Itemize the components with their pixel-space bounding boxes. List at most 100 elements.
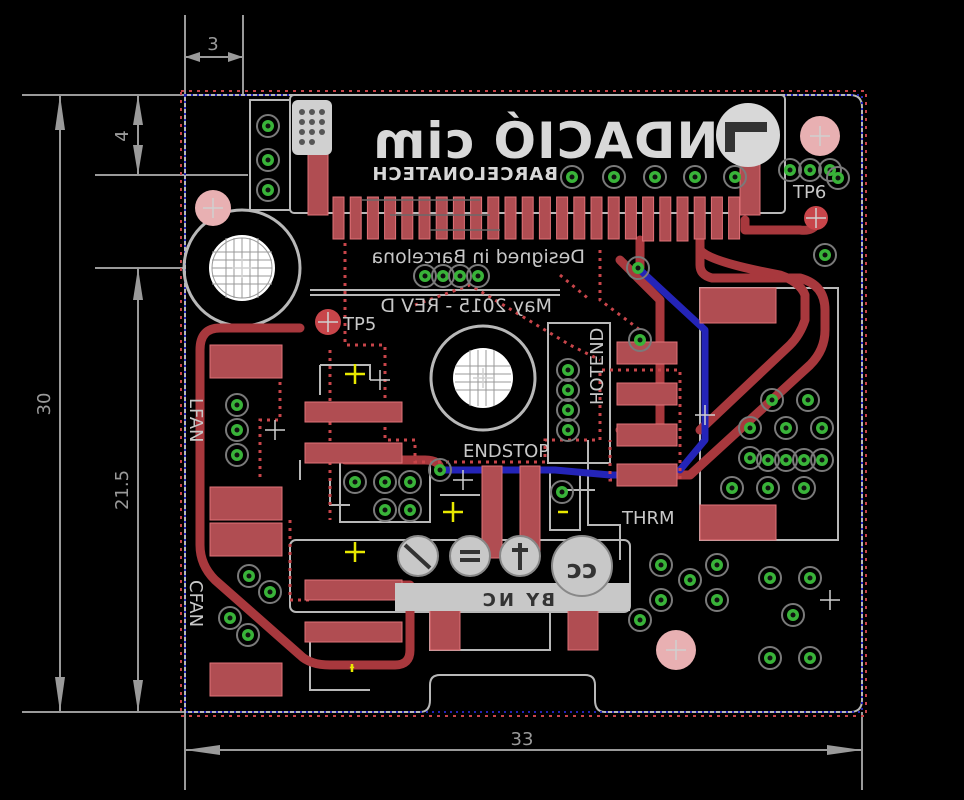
via-drill <box>637 337 643 343</box>
via-ring <box>826 166 850 190</box>
crosshair <box>820 590 840 610</box>
via-drill <box>234 452 240 458</box>
connector-pad <box>349 196 362 240</box>
crosshair <box>203 198 223 218</box>
connector-pad <box>590 196 603 240</box>
via-ring <box>760 388 784 412</box>
via-drill <box>747 425 753 431</box>
pad-hotend-3 <box>616 423 678 447</box>
crosshair <box>318 312 338 332</box>
via-ring <box>738 446 762 470</box>
crosshair <box>810 126 830 146</box>
crosshair <box>473 368 493 388</box>
via-drill <box>714 562 720 568</box>
via-ring <box>678 568 702 592</box>
via-drill <box>819 425 825 431</box>
via-ring <box>798 646 822 670</box>
connector-pad <box>504 196 517 240</box>
via-drill <box>765 457 771 463</box>
via-ring <box>225 393 249 417</box>
pad-lfan-lower <box>209 486 283 521</box>
via-ring <box>373 470 397 494</box>
yellow-crosshairs <box>345 364 568 672</box>
via-drill <box>801 457 807 463</box>
crosshair <box>806 208 826 228</box>
via-ring <box>683 165 707 189</box>
via-ring <box>550 480 574 504</box>
connector-pad <box>556 196 569 240</box>
silk-faded-lines <box>362 199 500 231</box>
via-ring <box>778 158 802 182</box>
crosshair <box>232 258 252 278</box>
via-drill <box>565 407 571 413</box>
pad-plus-1 <box>304 401 403 423</box>
connector-pad <box>538 196 551 240</box>
crosshair <box>695 405 715 425</box>
via-ring <box>626 256 650 280</box>
crosshair <box>666 640 686 660</box>
via-ring <box>758 646 782 670</box>
connector-pad <box>384 196 397 240</box>
label-tp5: TP5 <box>342 314 376 335</box>
crosshair <box>370 370 390 390</box>
via-drill <box>565 387 571 393</box>
via-ring <box>556 418 580 442</box>
via-ring <box>602 165 626 189</box>
cc-logo-icon <box>551 535 613 597</box>
via-ring <box>792 448 816 472</box>
pad-minus-1 <box>304 579 403 601</box>
label-lfan: LFAN <box>185 398 206 443</box>
via-drill <box>765 485 771 491</box>
via-ring <box>723 165 747 189</box>
pad-thrm-lower <box>699 504 777 541</box>
via-drill <box>769 397 775 403</box>
via-ring <box>798 566 822 590</box>
via-drill <box>267 589 273 595</box>
via-ring <box>225 443 249 467</box>
via-ring <box>649 588 673 612</box>
via-drill <box>422 273 428 279</box>
via-drill <box>635 265 641 271</box>
via-drill <box>747 455 753 461</box>
label-hotend: HOTEND <box>587 328 608 405</box>
crosshair <box>453 470 473 490</box>
connector-pad <box>521 196 534 240</box>
via-ring <box>781 603 805 627</box>
connector-pad <box>366 196 379 240</box>
via-ring <box>705 553 729 577</box>
via-ring <box>556 378 580 402</box>
via-drill <box>265 187 271 193</box>
connector-pad <box>642 196 655 242</box>
via-drill <box>807 575 813 581</box>
connector-pad <box>676 196 689 242</box>
via-drill <box>807 167 813 173</box>
through-hole-vias <box>218 114 850 670</box>
connector-pad <box>452 196 465 240</box>
connector-pad <box>624 196 637 240</box>
via-drill <box>565 367 571 373</box>
pad-cfan-lower <box>209 662 283 697</box>
pad-lfan-upper <box>209 344 283 379</box>
polygon-pour-outline <box>258 243 682 602</box>
via-drill <box>801 485 807 491</box>
pad-endstop-1 <box>481 465 503 559</box>
cc-nd-icon <box>449 535 491 577</box>
via-drill <box>658 597 664 603</box>
via-drill <box>245 632 251 638</box>
label-minus: - <box>349 657 355 676</box>
cc-license-mark: cc BY NC <box>395 535 630 611</box>
via-drill <box>440 273 446 279</box>
via-ring <box>774 416 798 440</box>
via-drill <box>234 427 240 433</box>
via-drill <box>407 507 413 513</box>
via-ring <box>756 476 780 500</box>
connector-pad <box>693 196 706 240</box>
label-thrm: THRM <box>621 508 675 529</box>
via-ring <box>798 158 822 182</box>
via-drill <box>352 479 358 485</box>
via-ring <box>810 448 834 472</box>
via-ring <box>556 398 580 422</box>
via-drill <box>767 655 773 661</box>
via-drill <box>611 174 617 180</box>
